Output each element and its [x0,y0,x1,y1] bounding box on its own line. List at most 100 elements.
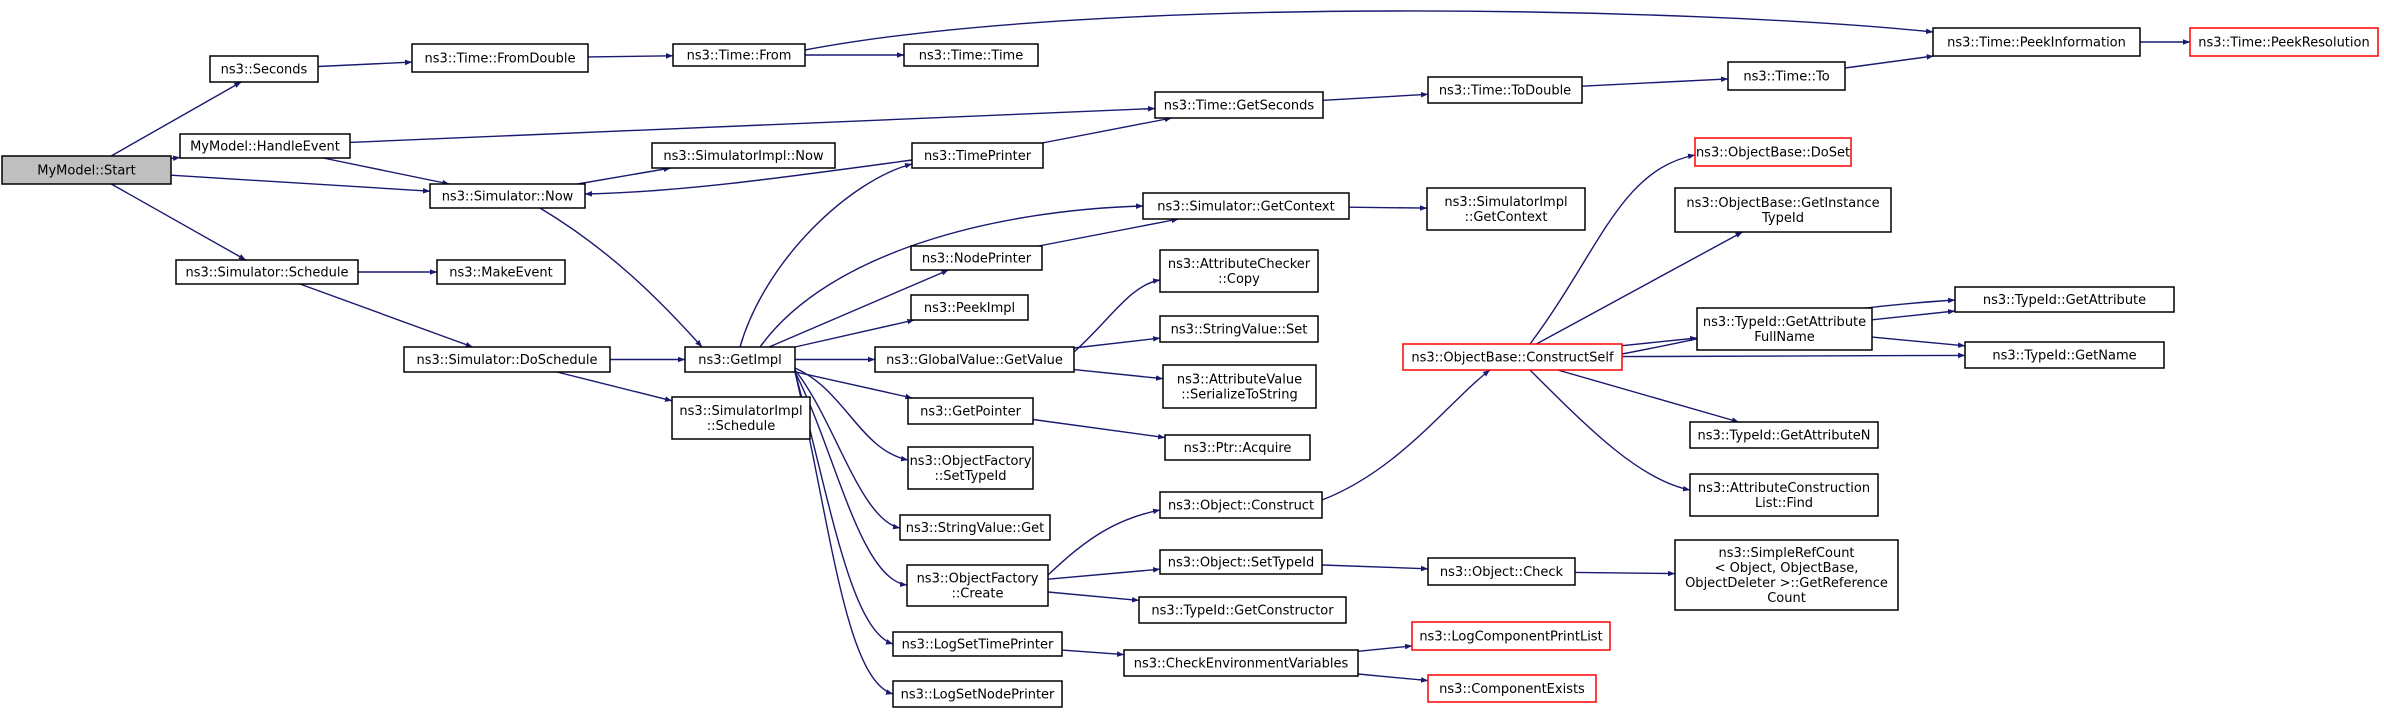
node-box[interactable] [1694,137,1852,167]
node-acquire[interactable]: ns3::Ptr::Acquire [1164,434,1311,461]
node-checkenv[interactable]: ns3::CheckEnvironmentVariables [1123,649,1359,677]
node-box[interactable] [910,245,1043,271]
node-box[interactable] [1674,539,1899,611]
node-implsched[interactable]: ns3::SimulatorImpl::Schedule [671,396,811,440]
node-getseconds[interactable]: ns3::Time::GetSeconds [1154,91,1324,119]
node-box[interactable] [1964,341,2165,369]
node-getctor[interactable]: ns3::TypeId::GetConstructor [1138,596,1347,624]
node-svset[interactable]: ns3::StringValue::Set [1159,315,1319,343]
node-box[interactable] [1123,649,1359,677]
node-box[interactable] [892,631,1063,657]
node-box[interactable] [179,133,351,159]
node-peekinfo[interactable]: ns3::Time::PeekInformation [1932,27,2141,57]
node-box[interactable] [1159,249,1319,293]
node-doschedule[interactable]: ns3::Simulator::DoSchedule [403,346,611,373]
node-avser[interactable]: ns3::AttributeValue::SerializeToString [1162,364,1317,409]
node-getcontext[interactable]: ns3::Simulator::GetContext [1142,192,1350,220]
node-getattrn[interactable]: ns3::TypeId::GetAttributeN [1689,421,1879,449]
node-getname[interactable]: ns3::TypeId::GetName [1964,341,2165,369]
node-box[interactable] [903,43,1039,67]
node-gvget[interactable]: ns3::GlobalValue::GetValue [874,346,1075,373]
node-todouble[interactable]: ns3::Time::ToDouble [1427,76,1583,104]
node-peekres[interactable]: ns3::Time::PeekResolution [2189,27,2379,57]
node-box[interactable] [2189,27,2379,57]
node-box[interactable] [1427,674,1597,703]
node-box[interactable] [892,680,1063,708]
node-objcheck[interactable]: ns3::Object::Check [1427,557,1576,586]
node-box[interactable] [1411,621,1611,651]
node-box[interactable] [874,346,1075,373]
node-constructself[interactable]: ns3::ObjectBase::ConstructSelf [1402,343,1623,371]
node-fromdouble[interactable]: ns3::Time::FromDouble [411,43,589,73]
node-box[interactable] [1402,343,1623,371]
node-doset[interactable]: ns3::ObjectBase::DoSet [1694,137,1852,167]
node-box[interactable] [671,396,811,440]
node-getimpl[interactable]: ns3::GetImpl [684,346,796,373]
node-box[interactable] [1142,192,1350,220]
node-box[interactable] [1159,315,1319,343]
node-box[interactable] [411,43,589,73]
node-getattr[interactable]: ns3::TypeId::GetAttribute [1954,286,2175,313]
node-box[interactable] [1689,473,1879,517]
node-box[interactable] [907,397,1034,425]
node-compexists[interactable]: ns3::ComponentExists [1427,674,1597,703]
node-objconstruct[interactable]: ns3::Object::Construct [1159,491,1323,519]
node-box[interactable] [403,346,611,373]
node-logtime[interactable]: ns3::LogSetTimePrinter [892,631,1063,657]
node-svget[interactable]: ns3::StringValue::Get [899,514,1051,541]
node-box[interactable] [899,514,1051,541]
node-to[interactable]: ns3::Time::To [1727,61,1846,91]
node-seconds[interactable]: ns3::Seconds [209,55,319,83]
node-achecker[interactable]: ns3::AttributeChecker::Copy [1159,249,1319,293]
node-lognode[interactable]: ns3::LogSetNodePrinter [892,680,1063,708]
node-box[interactable] [1164,434,1311,461]
node-logprint[interactable]: ns3::LogComponentPrintList [1411,621,1611,651]
node-box[interactable] [911,142,1044,169]
node-box[interactable] [1427,76,1583,104]
node-box[interactable] [906,564,1049,607]
node-box[interactable] [1954,286,2175,313]
node-box[interactable] [651,142,836,169]
node-box[interactable] [672,43,806,67]
node-box[interactable] [1689,421,1879,449]
node-box[interactable] [1674,187,1892,233]
node-implctx[interactable]: ns3::SimulatorImpl::GetContext [1426,187,1586,231]
node-box[interactable] [1162,364,1317,409]
node-box[interactable] [1932,27,2141,57]
node-nodeprinter[interactable]: ns3::NodePrinter [910,245,1043,271]
node-makeevent[interactable]: ns3::MakeEvent [436,259,566,285]
node-getpointer[interactable]: ns3::GetPointer [907,397,1034,425]
node-simnow[interactable]: ns3::Simulator::Now [429,183,586,209]
node-box[interactable] [1154,91,1324,119]
node-box[interactable] [1159,491,1323,519]
node-box[interactable] [1138,596,1347,624]
node-peekimpl[interactable]: ns3::PeekImpl [910,294,1029,321]
node-start[interactable]: MyModel::Start [1,155,172,185]
node-timeprinter[interactable]: ns3::TimePrinter [911,142,1044,169]
node-time[interactable]: ns3::Time::Time [903,43,1039,67]
node-implnow[interactable]: ns3::SimulatorImpl::Now [651,142,836,169]
node-box[interactable] [175,259,359,285]
node-from[interactable]: ns3::Time::From [672,43,806,67]
node-ofcreate[interactable]: ns3::ObjectFactory::Create [906,564,1049,607]
node-box[interactable] [684,346,796,373]
node-box[interactable] [429,183,586,209]
node-box[interactable] [1159,549,1323,575]
node-box[interactable] [209,55,319,83]
node-box[interactable] [436,259,566,285]
node-objsettid[interactable]: ns3::Object::SetTypeId [1159,549,1323,575]
node-box[interactable] [1727,61,1846,91]
node-box[interactable] [907,446,1034,490]
node-schedule[interactable]: ns3::Simulator::Schedule [175,259,359,285]
node-box[interactable] [910,294,1029,321]
node-handle[interactable]: MyModel::HandleEvent [179,133,351,159]
node-box[interactable] [1427,557,1576,586]
node-ofsettid[interactable]: ns3::ObjectFactory::SetTypeId [907,446,1034,490]
node-box[interactable] [1,155,172,185]
node-box[interactable] [1696,307,1873,351]
node-refcount[interactable]: ns3::SimpleRefCount< Object, ObjectBase,… [1674,539,1899,611]
node-box[interactable] [1426,187,1586,231]
